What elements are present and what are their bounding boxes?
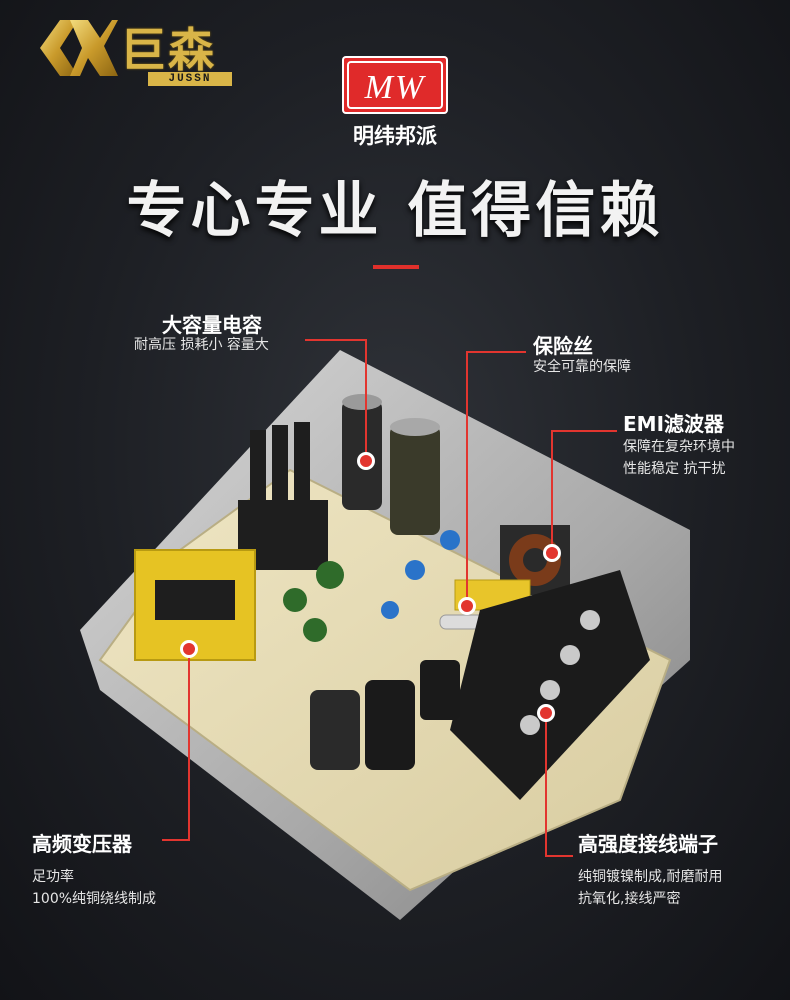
feature-emi-desc-1: 保障在复杂环境中 [623,439,735,455]
slogan-divider [373,265,419,269]
mw-mark-text: MW [364,69,426,106]
feature-capacitor-leader-vertical [365,339,367,457]
slogan-headline: 专心专业 值得信赖 [126,176,664,246]
brand-emblem-icon [40,20,118,76]
mw-logo-icon: MW [347,61,443,109]
feature-emi-leader [551,430,617,432]
partner-name: 明纬邦派 [353,124,437,148]
power-supply-board-image [80,350,690,920]
feature-terminal-desc-2: 抗氧化,接线严密 [578,891,681,907]
feature-capacitor-leader [305,339,367,341]
feature-emi-marker [543,544,561,562]
brand-name: 巨森 [120,23,216,77]
feature-transformer-title: 高频变压器 [32,832,132,856]
brand-logo [30,8,260,88]
feature-terminal-leader-vertical [545,720,547,857]
feature-fuse-marker [458,597,476,615]
feature-transformer-desc-1: 足功率 [32,869,74,885]
feature-fuse-desc: 安全可靠的保障 [533,359,631,375]
feature-emi-desc-2: 性能稳定 抗干扰 [623,461,726,477]
feature-terminal-marker [537,704,555,722]
feature-terminal-desc-1: 纯铜镀镍制成,耐磨耐用 [578,869,723,885]
feature-fuse-leader [466,351,526,353]
feature-capacitor-marker [357,452,375,470]
feature-emi-title: EMI滤波器 [623,412,725,436]
feature-capacitor-title: 大容量电容 [162,313,262,337]
feature-terminal-title: 高强度接线端子 [578,832,718,856]
feature-transformer-marker [180,640,198,658]
feature-transformer-desc-2: 100%纯铜绕线制成 [32,891,157,907]
feature-transformer-leader-vertical [188,650,190,841]
feature-capacitor-desc: 耐高压 损耗小 容量大 [134,337,269,353]
feature-fuse-leader-vertical [466,351,468,601]
brand-latin-name: JUSSN [148,72,232,86]
feature-terminal-leader [545,855,573,857]
mw-badge: MW [342,56,448,114]
feature-emi-leader-vertical [551,430,553,548]
feature-transformer-leader [162,839,190,841]
feature-fuse-title: 保险丝 [533,334,593,358]
